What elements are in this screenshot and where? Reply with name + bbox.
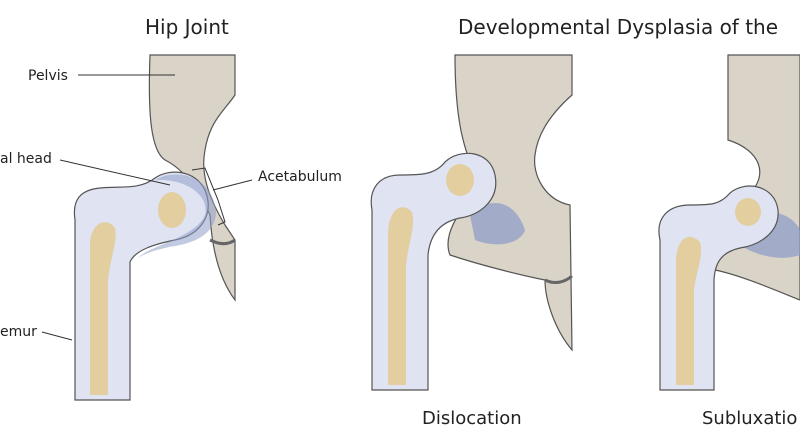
subluxation-figure — [658, 54, 800, 391]
femoral-head-leader — [59, 159, 171, 186]
dysplasia-title: Developmental Dysplasia of the — [458, 15, 778, 39]
femoral-head-marrow — [446, 164, 474, 196]
normal-hip-figure — [41, 54, 253, 401]
acetabulum-leader — [212, 179, 253, 191]
femur-label: emur — [0, 324, 37, 340]
pelvis-cartilage-line — [544, 274, 573, 285]
articular-cartilage — [138, 174, 216, 258]
dislocation-caption: Dislocation — [422, 408, 522, 429]
femur-marrow — [388, 207, 414, 385]
femur-marrow — [90, 222, 116, 395]
pelvis-bone — [711, 54, 800, 301]
femoral-head-marrow — [158, 192, 186, 228]
pelvis-label: Pelvis — [28, 68, 68, 84]
subluxation-caption: Subluxatio — [702, 408, 797, 429]
dislocation-figure — [370, 54, 573, 391]
acetabulum-bracket — [191, 167, 226, 226]
acetabulum-label: Acetabulum — [258, 169, 342, 185]
femur-marrow — [676, 236, 702, 385]
femur-leader — [41, 331, 73, 341]
hip-joint-title: Hip Joint — [145, 15, 229, 39]
femoral-head-label: al head — [0, 151, 52, 167]
femoral-head-marrow — [735, 198, 761, 226]
acetabular-cartilage — [470, 203, 525, 245]
pelvis-cartilage-line — [209, 238, 236, 246]
